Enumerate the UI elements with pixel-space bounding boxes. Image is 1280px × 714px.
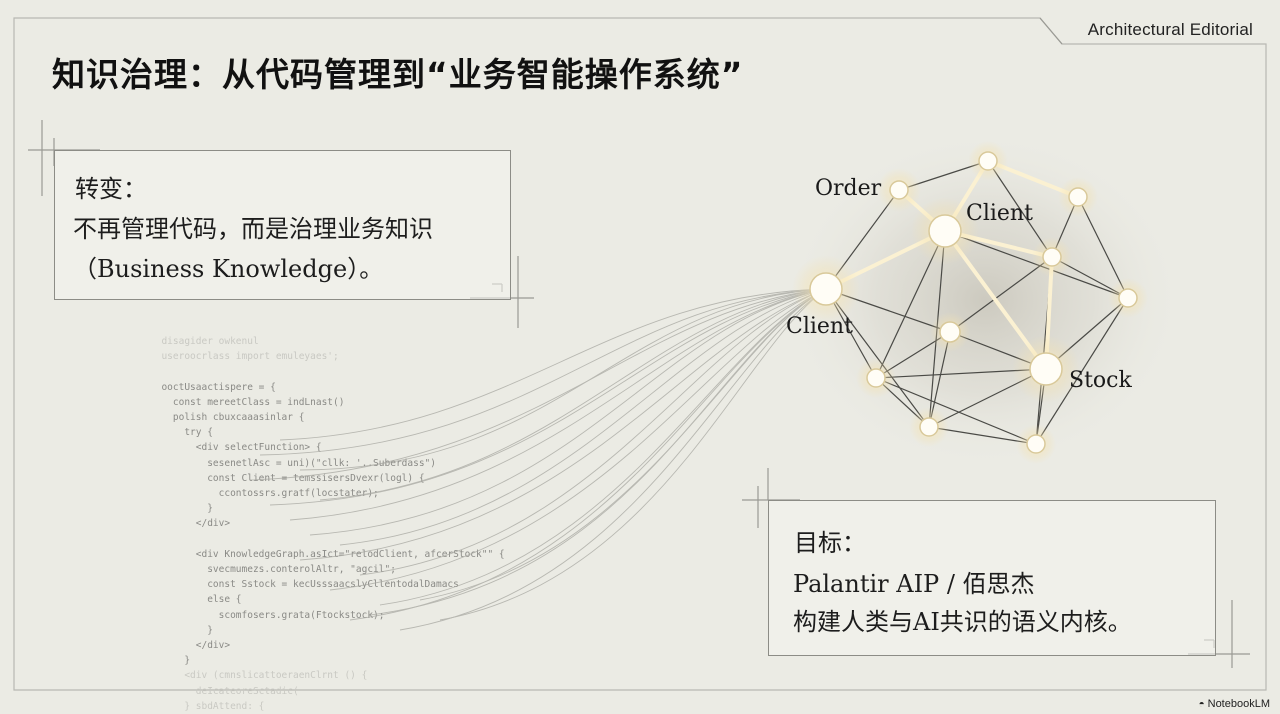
goal-card: 目标： Palantir AIP / 佰思杰 构建人类与AI共识的语义内核。	[768, 500, 1216, 656]
code-line: deIcateoreSctadic(	[150, 685, 299, 697]
node-mid-right	[1032, 237, 1072, 277]
code-snippet: disagider owkenul useroocrlass import em…	[150, 334, 505, 714]
node-far-right	[1108, 278, 1148, 318]
node-bottom-right	[1016, 424, 1056, 464]
graph-label-order: Order	[815, 176, 882, 201]
brand-watermark: ◓NotebookLM	[1199, 698, 1270, 710]
code-line: }	[150, 503, 213, 515]
graph-label-client-left: Client	[786, 314, 853, 339]
goal-line-2: 构建人类与AI共识的语义内核。	[793, 608, 1132, 636]
transformation-text: 不再管理代码，而是治理业务知识 （Business Knowledge）。	[73, 209, 433, 289]
node-right-top	[1058, 177, 1098, 217]
graph-label-client-top: Client	[966, 201, 1033, 226]
node-order	[877, 168, 921, 212]
code-line: <div (cmnslicattoeraenClrnt () {	[150, 670, 368, 682]
node-left-low	[856, 358, 896, 398]
code-line: </div>	[150, 640, 231, 652]
node-top	[968, 141, 1008, 181]
node-bottom-left	[909, 407, 949, 447]
transformation-label: 转变：	[75, 175, 147, 203]
transformation-line-2: （Business Knowledge）。	[73, 255, 384, 283]
code-line: try {	[150, 427, 213, 439]
goal-line-1: Palantir AIP / 佰思杰	[793, 570, 1035, 598]
code-line: disagider owkenul	[150, 336, 259, 347]
code-line: ooctUsaactispere = {	[150, 381, 276, 393]
graph-nodes	[792, 141, 1148, 464]
code-line: }	[150, 655, 191, 667]
code-line: useroocrlass import emuleyaes';	[150, 351, 339, 363]
transformation-card: 转变： 不再管理代码，而是治理业务知识 （Business Knowledge）…	[54, 150, 511, 300]
brand-name: NotebookLM	[1207, 698, 1270, 710]
code-line: <div selectFunction> {	[150, 442, 322, 454]
code-line: else {	[150, 594, 242, 606]
code-line: svecmumezs.conterolAltr, "agcil";	[150, 564, 396, 576]
code-line: } sbdAttend: {	[150, 700, 265, 712]
node-client-left	[792, 255, 860, 323]
code-line: </div>	[150, 518, 231, 530]
code-line: const Sstock = kecUsssaacslyCllentodalDa…	[150, 579, 459, 591]
goal-label: 目标：	[794, 529, 866, 557]
graph-label-stock: Stock	[1069, 368, 1132, 393]
editorial-tag: Architectural Editorial	[1087, 20, 1253, 39]
node-client-top	[911, 197, 979, 265]
transformation-line-1: 不再管理代码，而是治理业务知识	[73, 215, 433, 243]
notebooklm-logo-icon: ◓	[1198, 699, 1205, 710]
goal-text: Palantir AIP / 佰思杰 构建人类与AI共识的语义内核。	[793, 565, 1132, 641]
node-stock	[1012, 335, 1080, 403]
code-line: sesenetlAsc = uni)("cllk: '..Suberdass")	[150, 457, 436, 469]
code-line: ccontossrs.gratf(locstater);	[150, 488, 379, 500]
code-line: }	[150, 624, 213, 636]
code-line: const mereetClass = indLnast()	[150, 396, 345, 408]
code-line: scomfosers.grata(Ftockstock);	[150, 609, 385, 621]
node-center	[930, 312, 970, 352]
page-title: 知识治理：从代码管理到“业务智能操作系统”	[52, 55, 744, 94]
code-line: <div KnowledgeGraph.asIct="relodClient, …	[150, 548, 505, 560]
code-line: polish cbuxcaaasinlar {	[150, 412, 305, 424]
flow-curves	[249, 288, 827, 631]
